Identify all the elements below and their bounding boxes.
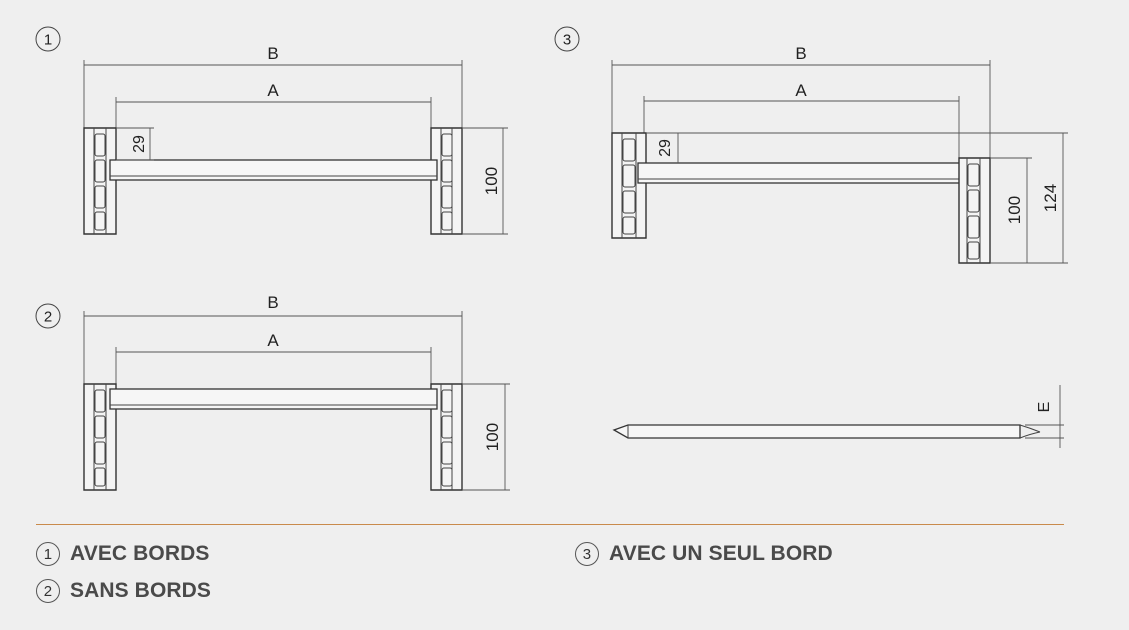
figure-3-dim-29: 29	[657, 139, 674, 157]
figure-1-left-edge	[83, 127, 117, 235]
figure-2-deck	[109, 388, 438, 410]
figure-2-dim-a: A	[267, 331, 279, 350]
figure-1-number: 1	[44, 32, 52, 49]
figure-1-dim-b: B	[267, 44, 278, 63]
figure-3-right-edge	[958, 157, 991, 264]
legend-item-3: 3 AVEC UN SEUL BORD	[575, 542, 833, 566]
thickness-detail: E	[612, 385, 1064, 448]
figure-1: 1 B A	[35, 26, 508, 235]
figure-1-number-circle	[35, 26, 61, 52]
figure-3-left-edge	[611, 132, 647, 239]
figure-1-dim-a: A	[267, 81, 279, 100]
legend-label-2: SANS BORDS	[70, 579, 212, 602]
legend-label-1: AVEC BORDS	[70, 542, 210, 565]
figure-2-right-edge	[430, 383, 463, 491]
figure-2: 2 B A 100	[35, 293, 510, 491]
figure-3: 3 B A	[554, 26, 1068, 264]
thickness-plate	[612, 424, 1021, 439]
figure-3-dim-124: 124	[1041, 184, 1060, 212]
legend-number-3: 3	[575, 542, 599, 566]
legend-item-1: 1 AVEC BORDS	[36, 542, 209, 566]
thickness-dim-e: E	[1036, 402, 1053, 413]
legend-item-2: 2 SANS BORDS	[36, 579, 211, 603]
figure-3-number: 3	[563, 32, 571, 49]
legend-label-3: AVEC UN SEUL BORD	[609, 542, 833, 565]
figure-1-dim-100: 100	[482, 167, 501, 195]
figure-1-right-edge	[430, 127, 463, 235]
figure-2-number-circle	[35, 303, 61, 329]
figure-1-deck	[109, 159, 438, 181]
figure-3-dim-a: A	[795, 81, 807, 100]
figure-1-dim-29: 29	[131, 135, 148, 153]
legend-number-1: 1	[36, 542, 60, 566]
figure-2-number: 2	[44, 309, 52, 326]
figure-2-dim-b: B	[267, 293, 278, 312]
figure-3-dim-100: 100	[1005, 196, 1024, 224]
legend-divider	[36, 524, 1064, 525]
figure-3-deck	[637, 162, 966, 184]
figure-2-left-edge	[83, 383, 117, 491]
figure-3-number-circle	[554, 26, 580, 52]
legend-number-2: 2	[36, 579, 60, 603]
figure-3-dim-b: B	[795, 44, 806, 63]
figure-2-dim-100: 100	[483, 423, 502, 451]
